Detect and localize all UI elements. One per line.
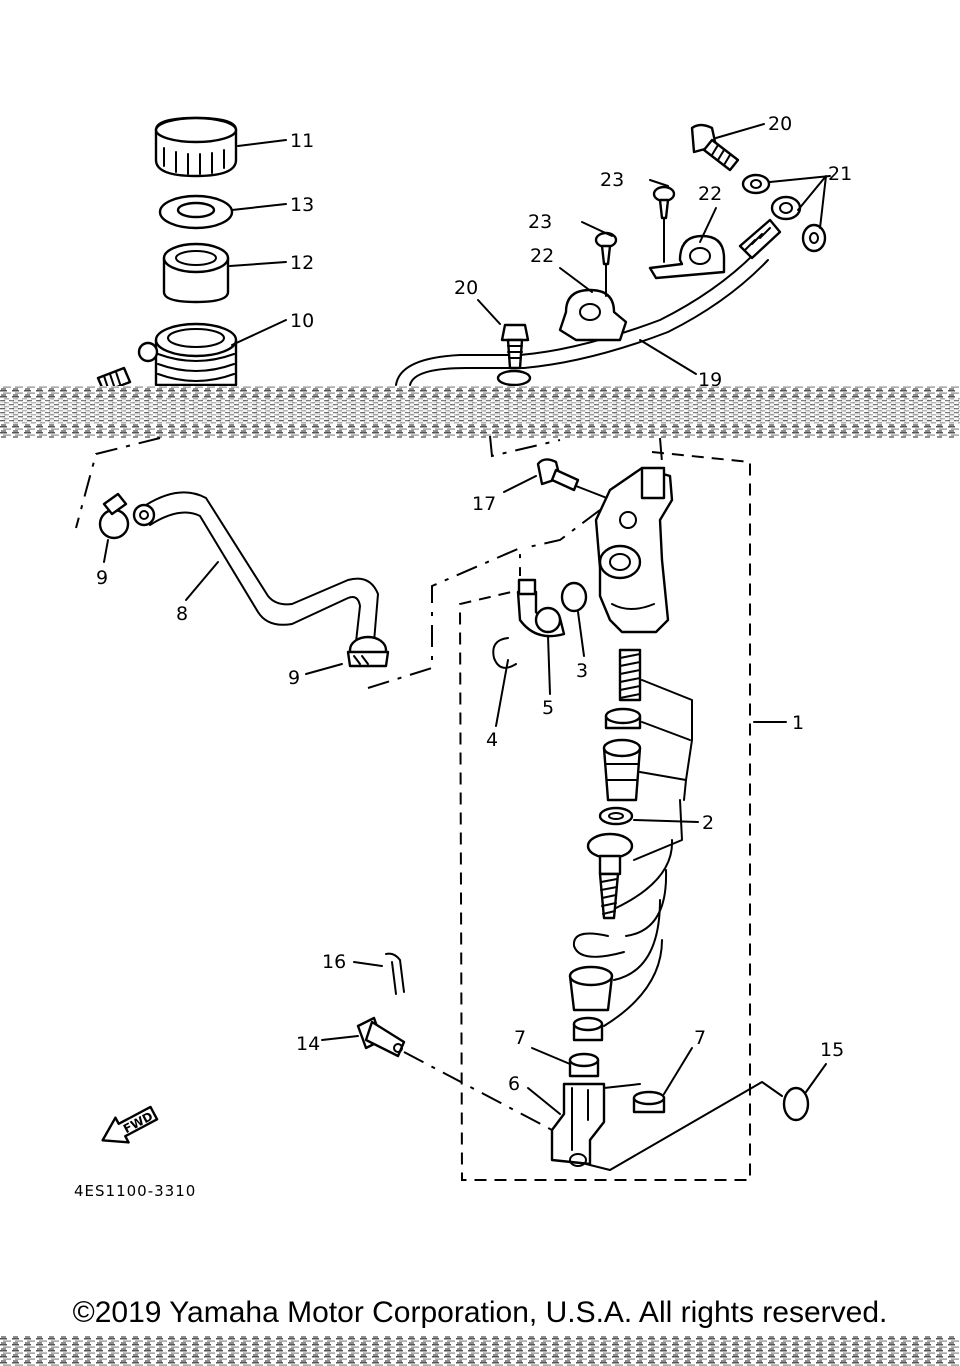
- scan-noise-bottom: [0, 1336, 960, 1366]
- callout-20-lower: 20: [454, 277, 478, 299]
- diaphragm-plate-13: [158, 194, 234, 230]
- callout-5: 5: [542, 697, 554, 719]
- callout-10: 10: [290, 310, 314, 332]
- nut-7-right: [632, 1090, 666, 1114]
- washers-21: [741, 173, 827, 253]
- cup-primary: [604, 707, 642, 730]
- callout-3: 3: [576, 660, 588, 682]
- diaphragm-12: [162, 242, 230, 304]
- reservoir-10: [96, 322, 238, 394]
- callout-21: 21: [828, 163, 852, 185]
- nut-kit: [572, 1016, 604, 1042]
- hose-holder-22-right: [648, 234, 726, 280]
- callout-23-right: 23: [600, 169, 624, 191]
- reservoir-hose-8: [132, 491, 379, 643]
- union-bolt-20-lower: [496, 323, 532, 387]
- callout-22-right: 22: [698, 183, 722, 205]
- bolt-17: [536, 458, 580, 492]
- cup-secondary: [598, 806, 634, 826]
- callout-4: 4: [486, 729, 498, 751]
- callout-2: 2: [702, 812, 714, 834]
- scan-noise-band-inner: [0, 398, 960, 424]
- callout-9-upper: 9: [96, 567, 108, 589]
- callout-11: 11: [290, 130, 314, 152]
- callout-15: 15: [820, 1039, 844, 1061]
- circlip-4: [492, 637, 517, 669]
- callout-20-upper: 20: [768, 113, 792, 135]
- hose-clamp-9-upper: [98, 492, 130, 540]
- hose-holder-22-left: [558, 288, 628, 342]
- callout-7-center: 7: [514, 1027, 526, 1049]
- clevis-6: [550, 1082, 606, 1167]
- callout-22-left: 22: [530, 245, 554, 267]
- o-ring-3: [560, 581, 588, 613]
- callout-1: 1: [792, 712, 804, 734]
- spring: [618, 648, 642, 702]
- reservoir-cap-11: [154, 116, 238, 178]
- callout-23-left: 23: [528, 211, 552, 233]
- drawing-code: 4ES1100-3310: [74, 1182, 196, 1200]
- screws-23: [594, 185, 676, 297]
- callout-9-lower: 9: [288, 667, 300, 689]
- hose-clamp-9-lower: [346, 635, 390, 668]
- circlip-kit: [572, 932, 625, 958]
- callout-16: 16: [322, 951, 346, 973]
- cotter-pin-16: [385, 952, 405, 995]
- master-cylinder-body: [594, 466, 674, 634]
- callout-13: 13: [290, 194, 314, 216]
- callout-6: 6: [508, 1073, 520, 1095]
- callout-14: 14: [296, 1033, 320, 1055]
- union-bolt-20-upper: [690, 123, 740, 172]
- callout-7-right: 7: [694, 1027, 706, 1049]
- callout-12: 12: [290, 252, 314, 274]
- callout-19: 19: [698, 369, 722, 391]
- copyright-notice: ©2019 Yamaha Motor Corporation, U.S.A. A…: [72, 1296, 888, 1329]
- push-rod: [586, 832, 634, 920]
- callout-8: 8: [176, 603, 188, 625]
- callout-17: 17: [472, 493, 496, 515]
- nut-7-center: [568, 1052, 600, 1078]
- washer-15: [782, 1086, 810, 1122]
- boot: [568, 965, 614, 1012]
- pin-14: [356, 1016, 406, 1058]
- hose-joint-5: [516, 578, 566, 638]
- fwd-arrow-icon: FWD: [101, 1105, 159, 1144]
- brake-hose-19: [395, 195, 802, 386]
- piston: [602, 738, 642, 802]
